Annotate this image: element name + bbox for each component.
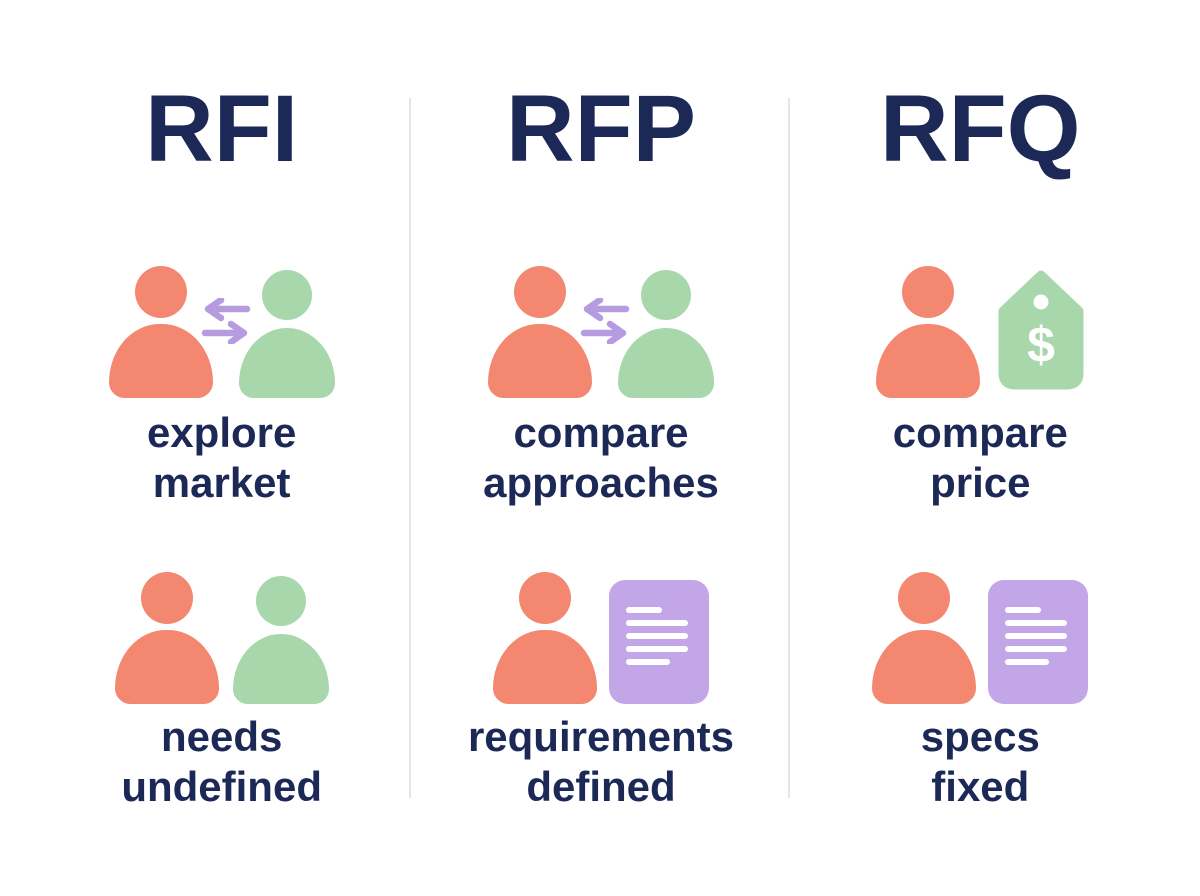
tag-hole [1033,294,1049,310]
person-document-icon [492,571,709,704]
person-green-icon [232,575,329,704]
caption-compare-price: compare price [893,408,1068,508]
person-body [487,323,592,398]
person-body [238,327,335,398]
caption-requirements-defined: requirements defined [468,712,734,812]
column-title-rfi: RFI [145,76,299,182]
column-divider [788,98,790,798]
person-coral-icon [876,265,981,398]
caption-line: market [152,458,291,506]
document-text-line [625,658,670,665]
document-text-line [625,619,688,626]
person-body [876,323,981,398]
person-document-icon [872,571,1089,704]
person-head [513,265,566,318]
document-text-line [625,632,688,639]
person-head [255,575,306,626]
caption-line: undefined [121,762,322,810]
exchange-arrows-icon [580,297,630,344]
column-title-rfp: RFP [505,76,696,182]
person-body [114,629,219,704]
person-head [518,571,571,624]
caption-line: specs [920,712,1040,760]
person-coral-icon [872,571,977,704]
caption-compare-approaches: compare approaches [483,408,719,508]
column-rfp: RFP compare approaches [411,0,790,896]
document-text-line [625,645,688,652]
people-pair-icon [114,571,329,704]
person-head [902,265,955,318]
person-head [898,571,951,624]
person-coral-icon [108,265,213,398]
document-text-line [1005,619,1068,626]
caption-line: requirements [467,712,735,760]
column-rfq: RFQ $ compare price [791,0,1200,896]
caption-line: approaches [483,458,719,506]
caption-line: compare [513,408,689,456]
person-green-icon [617,269,714,398]
caption-line: needs [160,712,283,760]
person-body [232,633,329,704]
person-green-icon [238,269,335,398]
person-coral-icon [114,571,219,704]
price-tag-icon: $ [998,270,1084,390]
column-rfi: RFI explore market [0,0,411,896]
document-text-line [1005,606,1042,613]
caption-explore-market: explore market [147,408,296,508]
document-icon [608,579,709,704]
column-title-rfq: RFQ [880,76,1081,182]
caption-line: defined [526,762,676,810]
person-body [617,327,714,398]
document-text-line [1005,658,1050,665]
person-body [108,323,213,398]
document-text-line [1005,645,1068,652]
person-body [872,629,977,704]
caption-line: fixed [931,762,1030,810]
person-head [134,265,187,318]
caption-line: explore [146,408,297,456]
caption-needs-undefined: needs undefined [121,712,322,812]
caption-line: price [930,458,1031,506]
document-text-line [625,606,662,613]
people-exchange-icon [108,265,335,398]
document-text-line [1005,632,1068,639]
person-coral-icon [487,265,592,398]
person-body [492,629,597,704]
person-head [640,269,691,320]
person-head [261,269,312,320]
caption-specs-fixed: specs fixed [921,712,1040,812]
exchange-arrows-icon [201,297,250,344]
column-divider [409,98,411,798]
person-head [140,571,193,624]
dollar-sign-icon: $ [1027,317,1055,373]
person-pricetag-icon: $ [876,265,1084,398]
people-exchange-icon [487,265,714,398]
caption-line: compare [892,408,1068,456]
person-coral-icon [492,571,597,704]
document-icon [988,579,1089,704]
